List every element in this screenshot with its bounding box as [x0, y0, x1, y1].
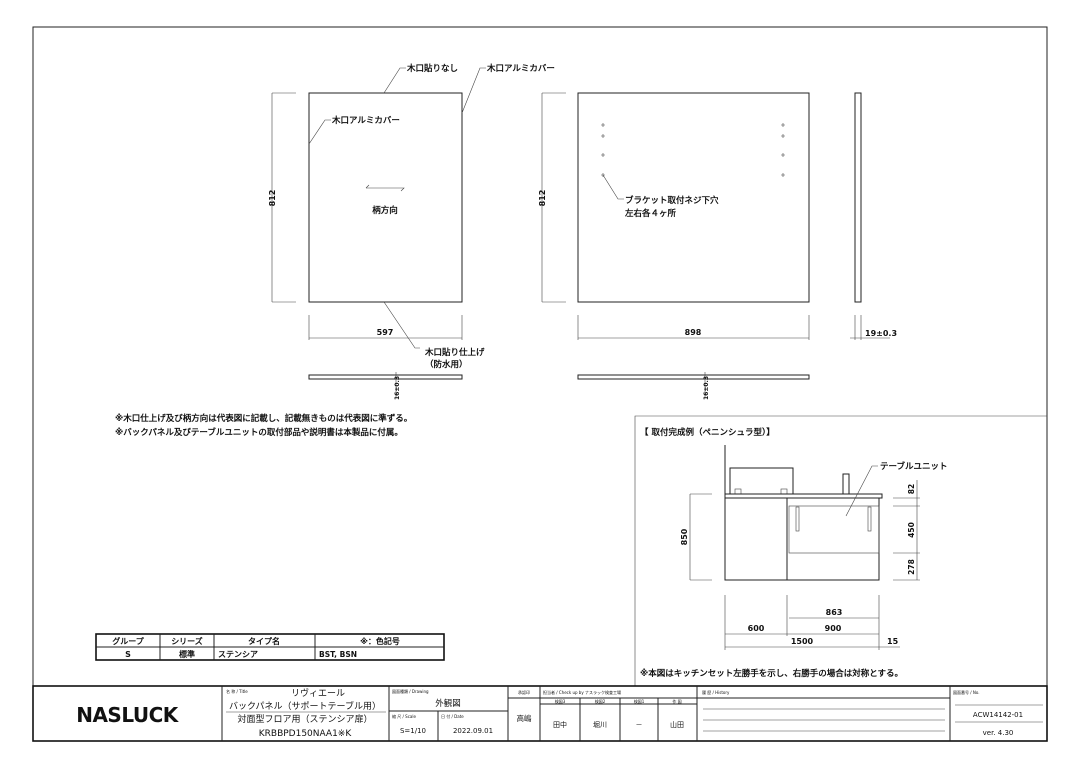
dim-thickness: 16±0.3 [703, 376, 710, 400]
panel-right-edge-view [577, 374, 810, 380]
dim-450: 450 [907, 522, 916, 538]
dim-height: 812 [268, 190, 277, 207]
note-2: ※バックパネル及びテーブルユニットの取付部品や説明書は本製品に付属。 [115, 427, 403, 438]
header-group: グループ [112, 636, 145, 646]
dim-thickness: 16±0.3 [394, 376, 401, 400]
check-header-3: 検図3 [555, 698, 566, 704]
bracket-holes [601, 123, 785, 177]
model-number: KRBBPD150NAA1※K [259, 729, 353, 739]
table-unit [788, 505, 880, 554]
cell-series: 標準 [179, 649, 195, 659]
dim-82: 82 [907, 484, 916, 494]
dim-600: 600 [748, 624, 765, 633]
panel-left-edge-view [308, 374, 463, 380]
side-view: 19±0.3 [850, 92, 897, 340]
label-top-edge: 木口貼りなし [406, 63, 458, 74]
label-right-edge: 木口アルミカバー [486, 63, 555, 74]
checker-1: － [636, 721, 643, 729]
dim-thickness: 19±0.3 [865, 329, 897, 338]
sink-icon [729, 467, 794, 495]
date-label: 日 付 / Date [441, 713, 464, 719]
title-line-1: リヴィエール [291, 687, 345, 699]
panel-right-outline [577, 92, 810, 303]
check-header-2: 検図2 [595, 698, 606, 704]
panel-right-view: 812 898 ブラケット取付ネジ下穴 左右各４ヶ所 16±0.3 [538, 92, 810, 400]
cell-group: S [125, 650, 131, 659]
drawing-type: 外観図 [435, 698, 461, 709]
title-line-2: バックパネル（サポートテーブル用） [229, 700, 381, 712]
header-series: シリーズ [171, 636, 203, 646]
approval-value: 高嶋 [517, 713, 532, 723]
cell-type: ステンシア [218, 650, 258, 659]
approval-label: 承認印 [518, 689, 530, 695]
label-left-edge: 木口アルミカバー [331, 115, 400, 126]
version: ver. 4.30 [983, 729, 1014, 737]
cell-color: BST, BSN [319, 650, 357, 659]
number-label: 図面番号 / No. [953, 689, 980, 695]
countertop [724, 493, 883, 499]
cabinet [724, 497, 880, 581]
check-label: 担当者 / Check up by ナスラック検査工場 [543, 689, 621, 695]
dim-width: 898 [685, 328, 702, 337]
drafter: 山田 [670, 720, 684, 729]
faucet-icon [842, 473, 850, 495]
drawing-number: ACW14142-01 [973, 711, 1023, 719]
note-1: ※木口仕上げ及び柄方向は代表図に記載し、記載無きものは代表図に準ずる。 [115, 413, 412, 424]
history-label: 履 歴 / History [702, 689, 730, 695]
dim-width: 597 [377, 328, 394, 337]
holes-label: ブラケット取付ネジ下穴 [625, 195, 719, 206]
installation-example: 【 取付完成例（ペニンシュラ型）】 テーブルユニット 850 82 450 27… [634, 415, 1047, 686]
dim-850: 850 [680, 528, 689, 545]
header-type: タイプ名 [248, 636, 280, 646]
label-bottom-edge-note: （防水用） [425, 359, 468, 370]
dim-863: 863 [826, 608, 843, 617]
grain-label: 柄方向 [372, 205, 398, 216]
label-bottom-edge: 木口貼り仕上げ [424, 347, 485, 358]
dim-900: 900 [825, 624, 842, 633]
scale-value: S=1/10 [400, 727, 426, 735]
title-block: NASLUCK 名 称 / Title リヴィエール バックパネル（サポートテー… [32, 685, 1048, 742]
panel-left-view: 812 597 木口貼りなし 木口アルミカバー 木口アルミカバー 柄方向 木口貼… [268, 63, 555, 400]
dim-278: 278 [907, 559, 916, 575]
checker-3: 田中 [553, 720, 567, 729]
holes-count: 左右各４ヶ所 [624, 208, 677, 219]
check-header-1: 検図1 [634, 698, 645, 704]
spec-table: グループ シリーズ タイプ名 ※：色記号 S 標準 ステンシア BST, BSN [95, 633, 445, 661]
dim-15: 15 [887, 637, 899, 646]
dim-height: 812 [538, 190, 547, 207]
drawing-label: 図面種類 / Drawing [392, 688, 429, 694]
checker-2: 堀川 [593, 720, 607, 729]
example-note: ※本図はキッチンセット左勝手を示し、右勝手の場合は対称とする。 [640, 668, 903, 679]
check-header-drafter: 作 図 [672, 698, 681, 704]
scale-label: 縮 尺 / Scale [392, 713, 416, 719]
example-title: 【 取付完成例（ペニンシュラ型）】 [640, 427, 775, 438]
header-color: ※：色記号 [360, 636, 400, 646]
grain-arrow-icon [366, 187, 405, 192]
panel-left-outline [308, 92, 463, 303]
table-unit-label: テーブルユニット [880, 461, 948, 472]
dim-1500: 1500 [791, 637, 814, 646]
title-line-3: 対面型フロア用（ステンシア扉） [237, 713, 372, 725]
date-value: 2022.09.01 [453, 727, 493, 735]
nasluck-logo: NASLUCK [76, 703, 180, 727]
title-label: 名 称 / Title [226, 688, 248, 694]
